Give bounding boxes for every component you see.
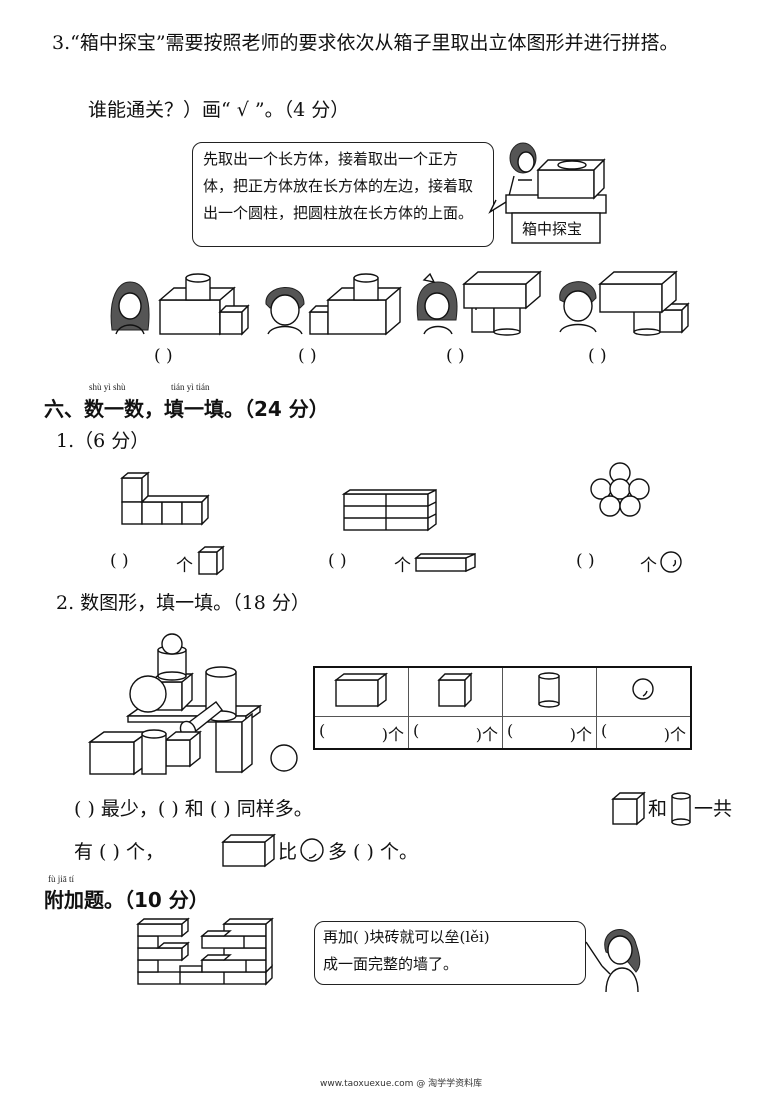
q2-sentence-2[interactable]: 有 ( ) 个，: [74, 841, 164, 863]
question-3-line-2: 谁能通关？）画“ √ ”。（4 分）: [88, 99, 350, 121]
q2-sentence-1-and: 和: [648, 798, 668, 820]
option-1-answer-box[interactable]: ( ): [154, 346, 173, 366]
girl-character-illustration: [585, 929, 641, 993]
q1-cuboid-answer[interactable]: ( ): [328, 551, 347, 571]
table-header-cylinder: [502, 666, 597, 717]
option-2-answer-box[interactable]: ( ): [298, 346, 317, 366]
sphere-icon: [631, 678, 654, 700]
cylinder-count-cell[interactable]: ()个: [502, 716, 597, 750]
cube-cluster-figure: [120, 471, 210, 526]
option-1-figure: [110, 273, 250, 336]
pinyin-fu-jia-ti: fù jiā tí: [48, 874, 74, 884]
q1-cube-answer[interactable]: ( ): [110, 551, 129, 571]
q1-cuboid-unit: 个: [394, 556, 411, 576]
treasure-box-label: 箱中探宝: [522, 220, 583, 238]
table-header-sphere: [596, 666, 692, 717]
option-4-figure: [559, 270, 690, 336]
cuboid-icon: [221, 833, 277, 868]
cuboid-stack-figure: [341, 488, 437, 532]
q1-sphere-unit: 个: [640, 556, 657, 576]
q2-sentence-1[interactable]: ( ) 最少，( ) 和 ( ) 同样多。: [74, 798, 313, 820]
pinyin-shu-yi-shu: shù yì shù: [89, 382, 126, 392]
sphere-icon: [300, 838, 324, 862]
pinyin-tian-yi-tian: tián yì tián: [171, 382, 210, 392]
question-3-line-1: 3.“箱中探宝”需要按照老师的要求依次从箱子里取出立体图形并进行拼搭。: [52, 32, 679, 54]
cuboid-icon: [333, 672, 388, 708]
q2-sentence-2-than: 比: [278, 841, 298, 863]
q1-title: 1.（6 分）: [56, 430, 150, 452]
table-header-cuboid: [313, 666, 409, 717]
cylinder-icon: [537, 672, 560, 708]
sphere-count-cell[interactable]: ()个: [596, 716, 692, 750]
option-3-figure: [416, 270, 542, 336]
cube-count-cell[interactable]: ()个: [408, 716, 503, 750]
bonus-speech-bubble: 再加( )块砖就可以垒(lěi) 成一面完整的墙了。: [314, 921, 586, 985]
sphere-cluster-figure: [590, 462, 650, 517]
cube-icon: [197, 545, 225, 576]
building-blocks-figure: [87, 633, 298, 776]
option-2-figure: [265, 273, 402, 336]
footer-watermark: www.taoxuexue.com @ 淘学学资料库: [320, 1079, 483, 1089]
sphere-icon: [660, 551, 682, 573]
section-6-title: 六、数一数，填一填。（24 分）: [44, 397, 329, 421]
cube-icon: [436, 672, 473, 708]
shape-count-table: ()个 ()个 ()个 ()个: [313, 666, 692, 750]
option-4-answer-box[interactable]: ( ): [588, 346, 607, 366]
cylinder-icon: [671, 792, 691, 826]
bonus-question-line-2: 成一面完整的墙了。: [323, 955, 459, 973]
q1-sphere-answer[interactable]: ( ): [576, 551, 595, 571]
cuboid-count-cell[interactable]: ()个: [313, 716, 409, 750]
table-header-cube: [408, 666, 503, 717]
q2-title: 2. 数图形，填一填。（18 分）: [56, 592, 310, 614]
option-3-answer-box[interactable]: ( ): [446, 346, 465, 366]
q2-sentence-1-total: 一共: [694, 798, 733, 820]
teacher-speech-bubble: 先取出一个长方体，接着取出一个正方体，把正方体放在长方体的左边，接着取出一个圆柱…: [192, 142, 494, 247]
bonus-question-line-1[interactable]: 再加( )块砖就可以垒(lěi): [323, 928, 490, 946]
q2-sentence-2-more[interactable]: 多 ( ) 个。: [328, 841, 418, 863]
brick-wall-figure: [136, 917, 274, 986]
bonus-title: 附加题。（10 分）: [44, 888, 209, 912]
q1-cube-unit: 个: [176, 556, 193, 576]
treasure-box-illustration: [488, 142, 607, 244]
cuboid-icon: [414, 552, 476, 573]
cube-icon: [611, 791, 646, 826]
